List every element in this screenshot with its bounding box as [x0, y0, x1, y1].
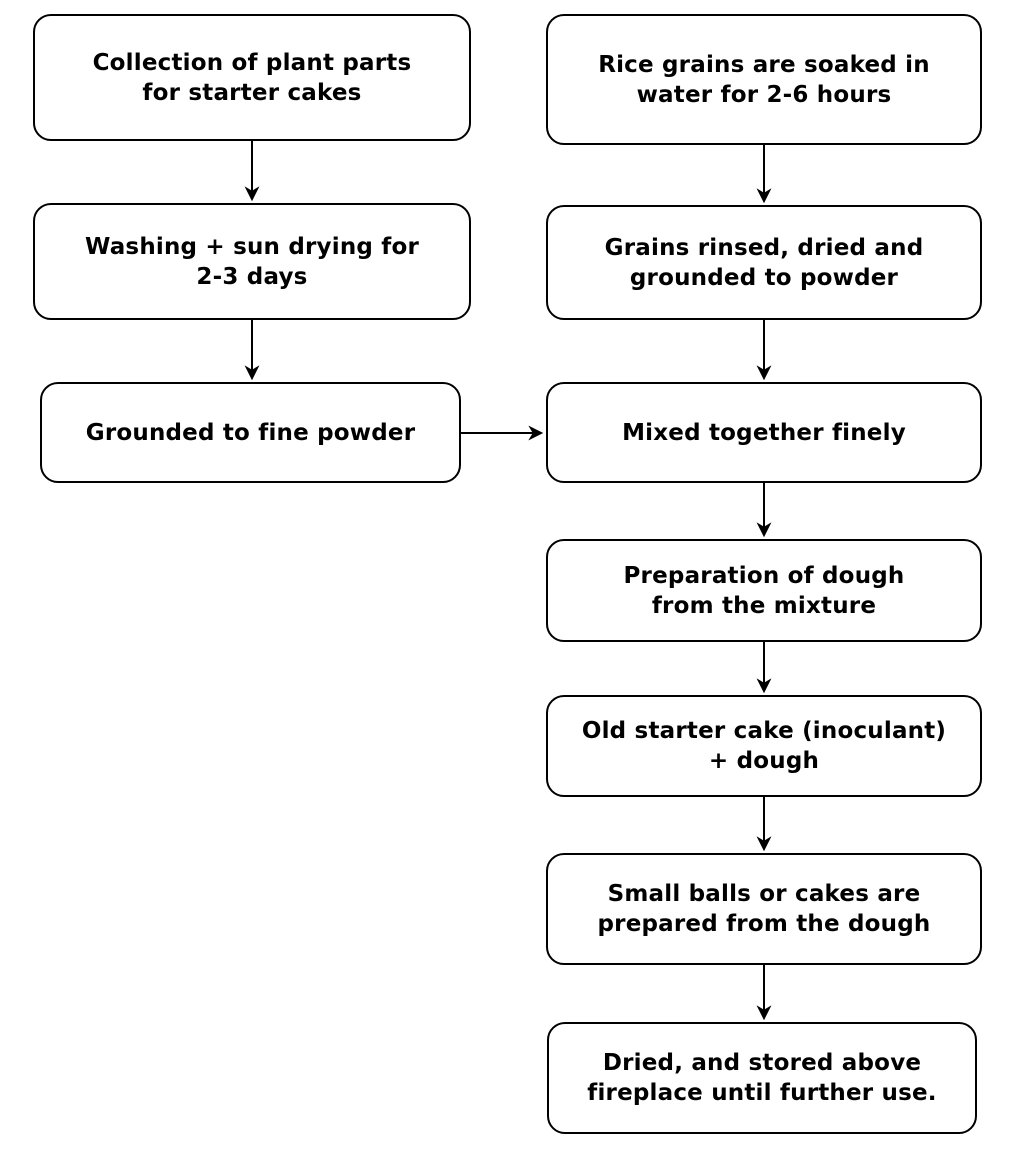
node-mixed-together: Mixed together finely [546, 382, 982, 483]
node-small-balls: Small balls or cakes are prepared from t… [546, 853, 982, 965]
node-mixed-together-label: Mixed together finely [622, 419, 906, 446]
node-old-starter-cake-label: Old starter cake (inoculant) + dough [581, 718, 947, 774]
node-dried-stored-label: Dried, and stored above fireplace until … [587, 1050, 937, 1106]
node-dried-stored: Dried, and stored above fireplace until … [547, 1022, 977, 1134]
node-dough-preparation: Preparation of dough from the mixture [546, 539, 982, 642]
node-grains-rinsed-label: Grains rinsed, dried and grounded to pow… [604, 234, 924, 291]
node-washing-sun-drying-label: Washing + sun drying for 2-3 days [84, 233, 420, 290]
node-small-balls-label: Small balls or cakes are prepared from t… [597, 881, 931, 937]
node-collect-plant-parts: Collection of plant parts for starter ca… [33, 14, 471, 141]
node-grounded-fine-powder: Grounded to fine powder [40, 382, 461, 483]
node-grains-rinsed: Grains rinsed, dried and grounded to pow… [546, 205, 982, 320]
node-grounded-fine-powder-label: Grounded to fine powder [85, 419, 416, 446]
node-dough-preparation-label: Preparation of dough from the mixture [623, 562, 905, 619]
node-rice-grains-soaked: Rice grains are soaked in water for 2-6 … [546, 14, 982, 145]
node-washing-sun-drying: Washing + sun drying for 2-3 days [33, 203, 471, 320]
node-old-starter-cake: Old starter cake (inoculant) + dough [546, 695, 982, 797]
node-rice-grains-soaked-label: Rice grains are soaked in water for 2-6 … [598, 51, 930, 108]
node-collect-plant-parts-label: Collection of plant parts for starter ca… [92, 49, 412, 106]
